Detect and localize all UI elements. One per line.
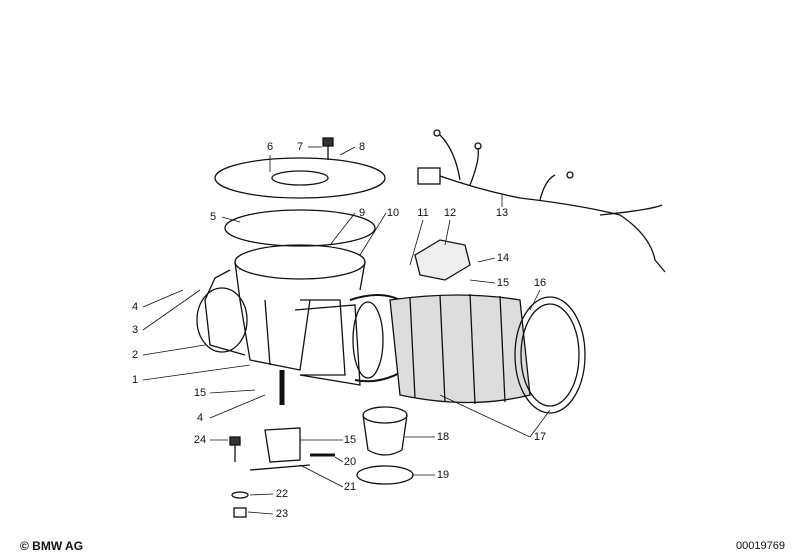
callout-24: 24 <box>193 434 207 446</box>
callout-14: 14 <box>496 252 510 264</box>
copyright: © BMW AG <box>20 539 84 553</box>
callout-21: 21 <box>343 481 357 493</box>
leader-lines <box>142 146 551 515</box>
callout-17: 17 <box>533 431 547 443</box>
callout-3: 3 <box>131 324 139 336</box>
callout-4: 4 <box>196 412 204 424</box>
screw <box>322 137 334 147</box>
callout-23: 23 <box>275 508 289 520</box>
callout-15: 15 <box>496 277 510 289</box>
callout-2: 2 <box>131 349 139 361</box>
gasket <box>224 209 376 247</box>
callout-10: 10 <box>386 207 400 219</box>
throttle-switch <box>414 239 471 281</box>
callout-11: 11 <box>417 207 429 219</box>
diagram-id: 00019769 <box>736 540 785 552</box>
callout-7: 7 <box>296 141 304 153</box>
callout-4: 4 <box>131 301 139 313</box>
cover-plate <box>214 157 386 199</box>
callout-20: 20 <box>343 456 357 468</box>
callout-15: 15 <box>343 434 357 446</box>
callout-5: 5 <box>209 211 217 223</box>
callout-15: 15 <box>193 387 207 399</box>
callout-22: 22 <box>275 488 289 500</box>
throttle-housing <box>196 244 407 405</box>
callout-12: 12 <box>443 207 457 219</box>
callout-6: 6 <box>266 141 274 153</box>
callout-18: 18 <box>436 431 450 443</box>
circlip <box>356 465 414 485</box>
intake-bellows <box>352 293 586 414</box>
callout-1: 1 <box>131 374 139 386</box>
callout-13: 13 <box>495 207 509 219</box>
rubber-sleeve <box>362 406 408 456</box>
callout-9: 9 <box>358 207 366 219</box>
wiring-harness <box>417 129 666 273</box>
callout-16: 16 <box>533 277 547 289</box>
callout-8: 8 <box>358 141 366 153</box>
callout-19: 19 <box>436 469 450 481</box>
bracket <box>249 427 311 471</box>
